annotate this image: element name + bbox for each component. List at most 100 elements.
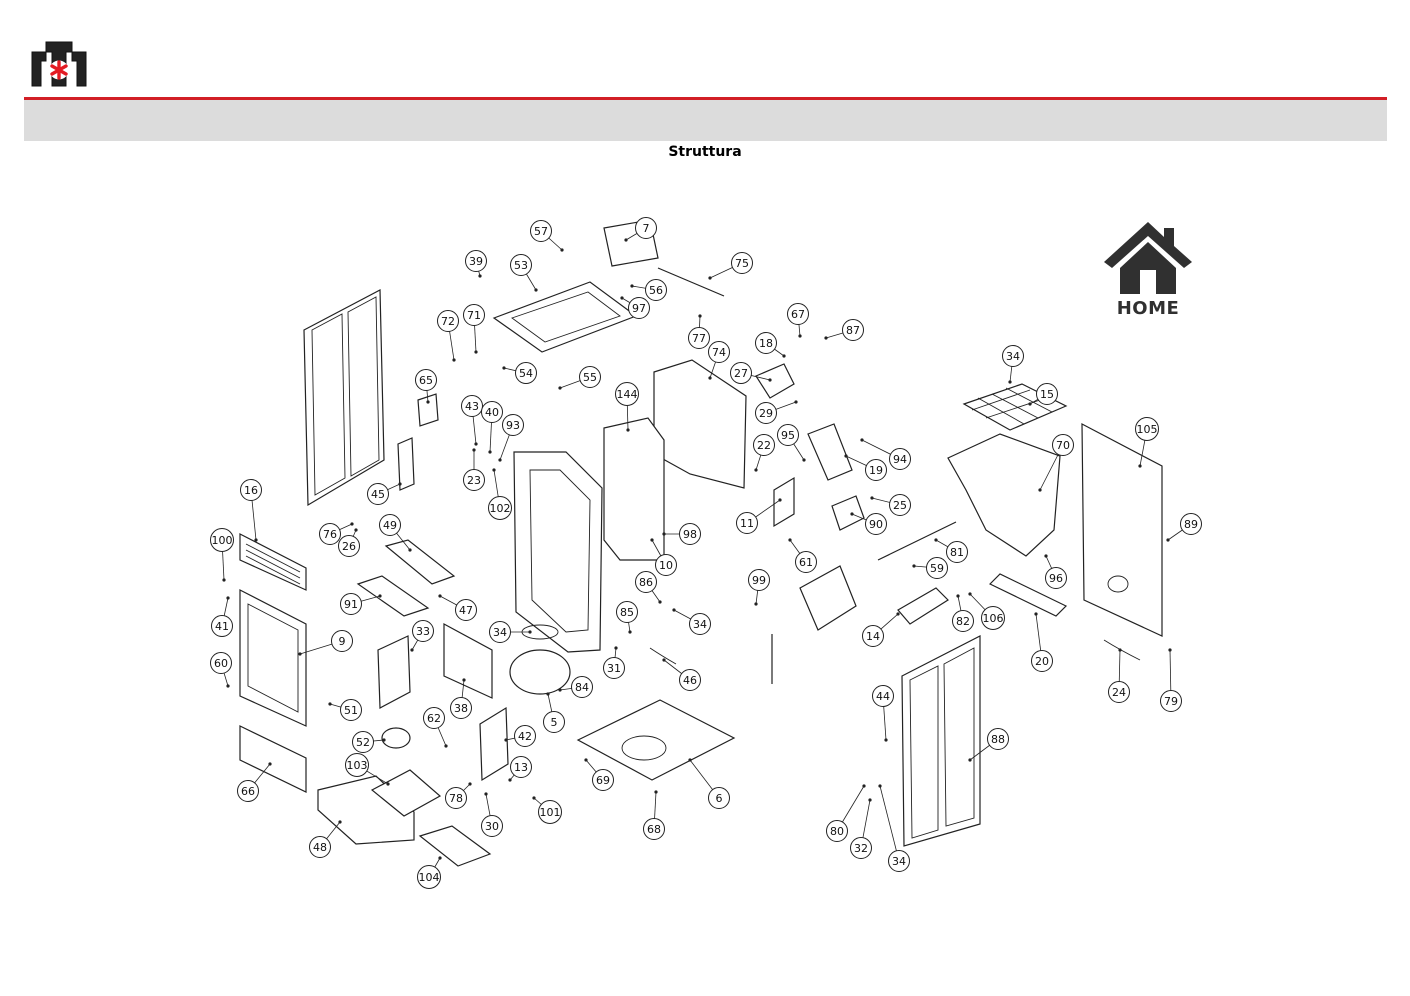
bracket-45 [397, 437, 415, 491]
callout-number: 18 [759, 337, 773, 350]
callout-number: 48 [313, 841, 327, 854]
igniter-tube [897, 587, 949, 625]
callout-number: 40 [485, 406, 499, 419]
callout-14: 14 [862, 612, 900, 647]
side-panel-small [377, 635, 411, 709]
callout-number: 19 [869, 464, 883, 477]
flue-elbow [755, 363, 795, 399]
callout-number: 77 [692, 332, 706, 345]
callout-number: 41 [215, 620, 229, 633]
callout-number: 71 [467, 309, 481, 322]
callout-91: 91 [340, 593, 382, 615]
callout-53: 53 [510, 254, 538, 292]
callout-number: 7 [643, 222, 650, 235]
callout-number: 13 [514, 761, 528, 774]
callout-number: 57 [534, 225, 548, 238]
callout-number: 86 [639, 576, 653, 589]
callout-number: 15 [1040, 388, 1054, 401]
callout-24: 24 [1108, 648, 1130, 703]
callout-number: 82 [956, 615, 970, 628]
callout-19: 19 [844, 454, 887, 481]
callout-89: 89 [1166, 513, 1202, 542]
callout-49: 49 [379, 514, 412, 552]
callout-number: 93 [506, 419, 520, 432]
callout-74: 74 [708, 341, 730, 380]
callout-number: 105 [1137, 423, 1158, 436]
callout-number: 55 [583, 371, 597, 384]
callout-number: 24 [1112, 686, 1126, 699]
plate-65 [417, 393, 439, 427]
callout-number: 22 [757, 439, 771, 452]
callout-93: 93 [498, 414, 524, 462]
callout-number: 97 [632, 302, 646, 315]
callout-72: 72 [437, 310, 459, 362]
callout-45: 45 [367, 482, 402, 505]
callout-65: 65 [415, 369, 437, 404]
callout-number: 99 [752, 574, 766, 587]
callout-84: 84 [558, 676, 593, 698]
callout-7: 7 [624, 217, 657, 242]
callout-number: 79 [1164, 695, 1178, 708]
callout-number: 60 [214, 657, 228, 670]
callout-22: 22 [753, 434, 775, 472]
callout-59: 59 [912, 557, 948, 579]
pellet-hopper [947, 433, 1061, 557]
callout-6: 6 [688, 758, 730, 809]
callout-30: 30 [481, 792, 503, 837]
callout-90: 90 [850, 512, 887, 535]
callout-number: 52 [356, 736, 370, 749]
main-body-frame [513, 451, 603, 653]
callout-number: 31 [607, 662, 621, 675]
leader-line [879, 785, 900, 862]
home-button[interactable]: HOME [1100, 218, 1196, 322]
callout-23: 23 [463, 448, 485, 491]
callout-number: 27 [734, 367, 748, 380]
callout-100: 100 [210, 528, 234, 582]
callout-95: 95 [777, 424, 806, 462]
callout-number: 75 [735, 257, 749, 270]
callout-144: 144 [615, 382, 639, 432]
callout-5: 5 [543, 692, 565, 733]
callout-number: 53 [514, 259, 528, 272]
callout-number: 94 [893, 453, 907, 466]
callout-number: 46 [683, 674, 697, 687]
callout-number: 69 [596, 774, 610, 787]
callout-61: 61 [788, 538, 817, 573]
gear-motor [381, 727, 411, 749]
callout-41: 41 [211, 596, 233, 637]
callout-10: 10 [650, 538, 677, 576]
callout-82: 82 [952, 594, 974, 632]
callout-71: 71 [463, 304, 485, 354]
callout-55: 55 [558, 366, 601, 390]
parts-drawing [239, 219, 1163, 867]
callout-32: 32 [850, 798, 872, 859]
callout-number: 33 [416, 625, 430, 638]
callout-18: 18 [755, 332, 786, 358]
callout-75: 75 [708, 252, 753, 280]
callout-97: 97 [620, 296, 650, 319]
callout-29: 29 [755, 400, 798, 424]
callout-87: 87 [824, 319, 864, 341]
callout-number: 104 [419, 871, 440, 884]
callout-40: 40 [481, 401, 503, 454]
callout-34: 34 [878, 784, 910, 872]
home-label: HOME [1116, 298, 1180, 319]
callout-15: 15 [1028, 383, 1058, 406]
callout-number: 91 [344, 598, 358, 611]
callout-number: 76 [323, 528, 337, 541]
house-icon [1104, 222, 1192, 294]
callout-number: 54 [519, 367, 533, 380]
callout-42: 42 [504, 725, 536, 747]
callout-number: 42 [518, 730, 532, 743]
callout-number: 106 [983, 612, 1004, 625]
header-red-rule [24, 97, 1387, 100]
control-box [370, 769, 442, 817]
feed-screw [877, 521, 957, 561]
callout-48: 48 [309, 820, 342, 858]
callout-number: 90 [869, 518, 883, 531]
callout-60: 60 [210, 652, 232, 688]
callout-44: 44 [872, 685, 894, 742]
callout-25: 25 [870, 494, 911, 516]
callout-13: 13 [508, 756, 532, 782]
callout-9: 9 [298, 630, 353, 656]
